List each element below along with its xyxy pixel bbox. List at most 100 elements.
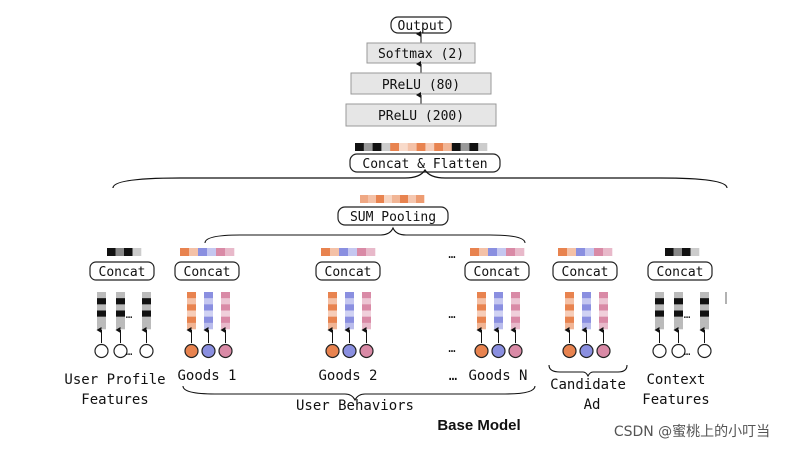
goods-n-group-feature-node <box>474 343 489 359</box>
user-profile-group-embedding <box>116 292 125 330</box>
behaviors-ellipsis: … <box>448 307 455 321</box>
candidate-ad-group-feature-node <box>562 343 577 359</box>
svg-text:Features: Features <box>81 392 148 408</box>
candidate-ad-group-embedding-cell <box>582 322 591 330</box>
goods-n-group-embedding-cell <box>494 322 503 330</box>
context-group-embedding-cell <box>674 322 683 330</box>
goods-n-group: Concat <box>464 248 530 359</box>
candidate-ad-group-vector-cell <box>567 248 577 256</box>
user-profile-group-vector-cell <box>107 248 116 256</box>
goods-n-group-embedding-cell <box>477 298 486 305</box>
goods-1-group-embedding-cell <box>187 310 196 317</box>
goods-1-group-vector <box>180 248 235 256</box>
user-profile-group-embedding-cell <box>116 310 125 317</box>
goods-1-group-concat: Concat <box>174 261 240 281</box>
goods-n-group-concat-outline <box>464 261 530 281</box>
flat-vector <box>355 143 488 151</box>
goods-1-label: Goods 1 <box>177 368 236 384</box>
goods-n-group-embedding-cell <box>477 322 486 330</box>
candidate-ad-group-embedding-cell <box>565 316 574 324</box>
flat-vector-cell <box>390 143 400 151</box>
goods-2-group-concat-outline <box>315 261 381 281</box>
goods-1-group-embedding-cell <box>204 292 213 299</box>
user-behaviors-brace <box>182 385 536 402</box>
context-group-vector-cell <box>682 248 691 256</box>
goods-2-group-embedding-cell <box>362 310 371 317</box>
context-group-feature-node <box>671 343 686 359</box>
goods-2-group-embedding-cell <box>345 316 354 324</box>
candidate-ad-group-embedding-cell <box>599 310 608 317</box>
goods-n-group-concat: Concat <box>464 261 530 281</box>
goods-2-group-embedding-cell <box>345 298 354 305</box>
flat-vector-cell <box>434 143 444 151</box>
flat-vector-cell <box>363 143 373 151</box>
flat-vector-cell <box>460 143 470 151</box>
context-features-label: Context Features <box>642 372 709 408</box>
goods-2-group-embedding <box>345 292 354 330</box>
candidate-ad-group-embedding-cell <box>599 298 608 305</box>
context-group-embedding-cell <box>674 316 683 324</box>
svg-text:Candidate: Candidate <box>550 377 626 393</box>
context-group-embedding-cell <box>674 298 683 305</box>
sum-vector-cell <box>392 195 401 203</box>
svg-text:User Profile: User Profile <box>64 372 165 388</box>
goods-1-group-embedding <box>204 292 213 330</box>
sum-pooling-box: SUM Pooling <box>337 206 449 226</box>
context-group-ellipsis: … <box>684 345 691 358</box>
user-profile-group-concat: Concat <box>89 261 155 281</box>
goods-1-group-embedding-cell <box>187 322 196 330</box>
goods-1-group-embedding-cell <box>204 298 213 305</box>
candidate-ad-group-embedding-cell <box>565 310 574 317</box>
goods-2-group-vector-cell <box>357 248 367 256</box>
goods-1-group-embedding-cell <box>221 322 230 330</box>
softmax-label: Softmax (2) <box>378 47 464 62</box>
user-profile-group-embedding-cell <box>97 292 106 299</box>
context-group-embedding <box>655 292 664 330</box>
goods-2-group-vector <box>321 248 376 256</box>
sum-vector <box>360 195 425 203</box>
softmax-box: Softmax (2) <box>366 42 476 64</box>
goods-2-group-vector-cell <box>330 248 340 256</box>
flat-vector-cell <box>469 143 479 151</box>
flat-vector-cell <box>478 143 488 151</box>
goods-n-group-embedding-cell <box>477 316 486 324</box>
user-profile-group-concat-outline <box>89 261 155 281</box>
goods-n-group-embedding <box>477 292 486 330</box>
goods-1-group-vector-cell <box>180 248 190 256</box>
goods-n-group-embedding-cell <box>494 298 503 305</box>
goods-2-group-concat: Concat <box>315 261 381 281</box>
context-group-embedding-cell <box>700 322 709 330</box>
sum-vector-cell <box>416 195 425 203</box>
behaviors-brace <box>204 226 526 244</box>
goods-1-group-embedding <box>187 292 196 330</box>
user-profile-group-vector-cell <box>132 248 142 256</box>
goods-1-group-vector-cell <box>198 248 208 256</box>
sum-vector-cell <box>400 195 409 203</box>
context-group-feature-node <box>652 343 667 359</box>
goods-2-group-embedding-cell <box>345 304 354 311</box>
context-group-feature-node <box>697 343 712 359</box>
user-profile-group-embedding <box>142 292 151 330</box>
candidate-ad-group-feature-node <box>579 343 594 359</box>
goods-2-group-embedding-cell <box>328 298 337 305</box>
context-group-embedding-cell <box>700 316 709 324</box>
user-profile-group-embedding-cell <box>97 322 106 330</box>
goods-n-group-vector-cell <box>479 248 489 256</box>
user-profile-group-embedding-cell <box>97 298 106 305</box>
user-profile-group-feature-node <box>139 343 154 359</box>
user-profile-group-embedding-cell <box>97 310 106 317</box>
candidate-ad-group-embedding-cell <box>599 316 608 324</box>
goods-2-group-feature-node <box>359 343 374 359</box>
goods-n-group-embedding-cell <box>511 292 520 299</box>
user-profile-group-concat-label: Concat <box>99 265 146 280</box>
flat-vector-cell <box>372 143 382 151</box>
context-group-vector <box>665 248 700 256</box>
goods-1-group-embedding-cell <box>221 298 230 305</box>
user-profile-group-embedding-cell <box>116 298 125 305</box>
goods-2-label: Goods 2 <box>318 368 377 384</box>
candidate-ad-group-embedding-cell <box>582 298 591 305</box>
candidate-ad-group-concat-label: Concat <box>562 265 609 280</box>
context-group-embedding-cell <box>655 298 664 305</box>
goods-1-group-embedding-cell <box>204 316 213 324</box>
